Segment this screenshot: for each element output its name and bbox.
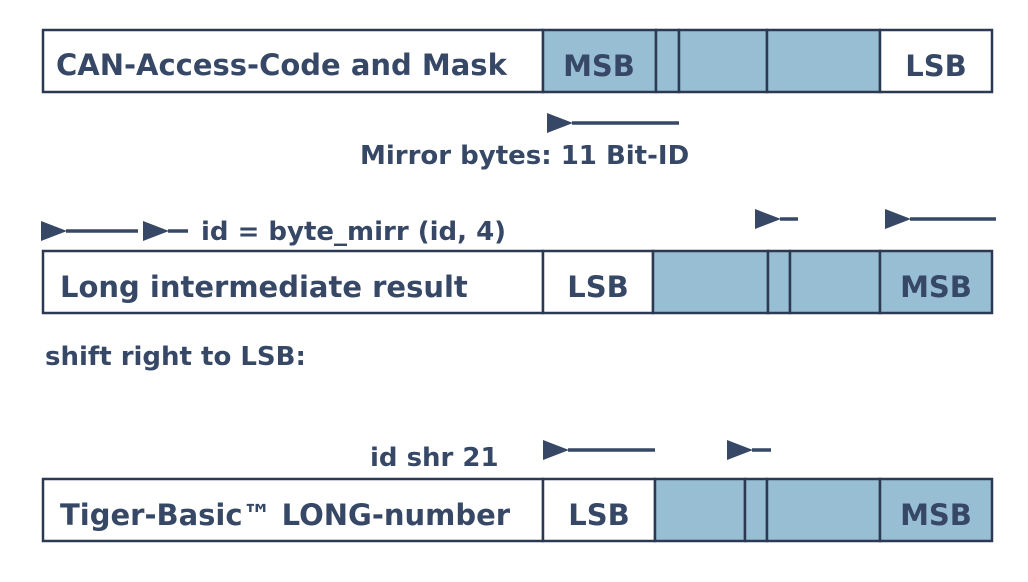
- row1-title-cell: [41, 28, 545, 94]
- row2-msb-label: MSB: [900, 270, 972, 304]
- row3-byte-cell-2: [765, 477, 882, 543]
- row3-lsb-label: LSB: [568, 498, 629, 532]
- row2-lsb-label: LSB: [567, 270, 628, 304]
- row1-bit-cell: [654, 28, 681, 94]
- step1-caption: Mirror bytes: 11 Bit-ID: [360, 141, 689, 171]
- row2-title: Long intermediate result: [60, 270, 468, 304]
- row-can-access-code: CAN-Access-Code and Mask MSB LSB: [41, 28, 994, 94]
- row1-msb-cell: [541, 28, 658, 94]
- row2-byte-cell-2: [788, 249, 882, 315]
- row1-byte-cell-2: [677, 28, 769, 94]
- row2-lsb-cell: [541, 249, 655, 315]
- row3-title: Tiger-Basic™ LONG-number: [60, 498, 511, 532]
- row2-bit-cell: [766, 249, 792, 315]
- row1-title: CAN-Access-Code and Mask: [56, 48, 508, 82]
- row1-lsb-cell: [878, 28, 994, 94]
- step3-caption: shift right to LSB:: [45, 342, 306, 372]
- row3-bit-cell: [743, 477, 769, 543]
- row1-msb-label: MSB: [563, 49, 635, 83]
- step4-caption: id shr 21: [370, 443, 499, 473]
- row3-byte-cell-1: [653, 477, 747, 543]
- row1-byte-cell-3: [765, 28, 882, 94]
- step2-caption: id = byte_mirr (id, 4): [201, 217, 506, 247]
- row3-msb-cell: [878, 477, 994, 543]
- row2-byte-cell-1: [651, 249, 770, 315]
- row1-lsb-label: LSB: [905, 49, 966, 83]
- row3-msb-label: MSB: [900, 498, 972, 532]
- row-long-intermediate: Long intermediate result LSB MSB: [41, 249, 994, 315]
- row2-msb-cell: [878, 249, 994, 315]
- row-tiger-basic-long: Tiger-Basic™ LONG-number LSB MSB: [41, 477, 994, 543]
